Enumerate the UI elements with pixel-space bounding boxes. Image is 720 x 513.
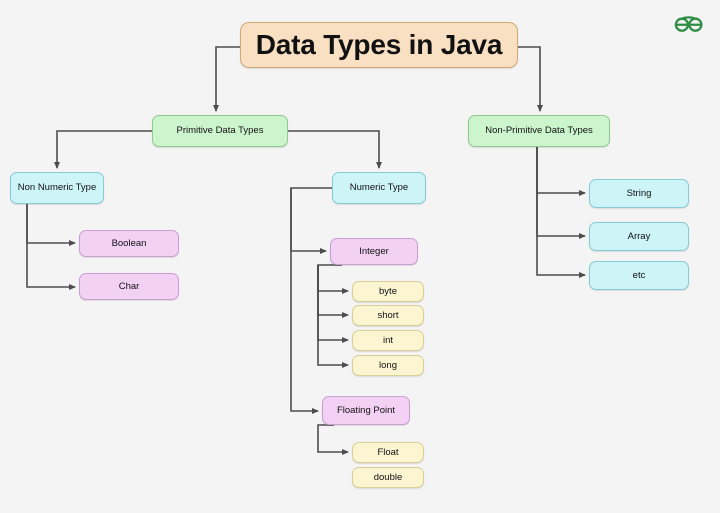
node-label-primitive: Primitive Data Types [176,125,264,137]
node-nonnumeric: Non Numeric Type [10,172,104,204]
edge-numeric-to-floatingpoint [290,188,319,414]
node-long: long [352,355,424,376]
node-floatingpoint: Floating Point [322,396,410,425]
edge-integer-to-short [317,265,349,318]
node-label-char: Char [118,280,140,292]
node-float: Float [352,442,424,463]
node-label-double: double [373,471,403,483]
edge-numeric-to-integer [290,187,332,254]
node-label-etc: etc [632,269,646,281]
edge-integer-to-byte [317,264,349,294]
edge-nonprimitive-to-array [536,147,586,239]
edge-floatingpoint-to-float [317,424,349,455]
node-label-nonprimitive: Non-Primitive Data Types [485,125,593,137]
node-double: double [352,467,424,488]
edge-nonprimitive-to-etc [536,147,586,278]
node-label-float: Float [377,446,399,458]
edge-primitive-to-numeric [288,130,382,169]
node-byte: byte [352,281,424,302]
node-label-long: long [379,359,397,371]
node-label-string: String [626,187,652,199]
node-nonprimitive: Non-Primitive Data Types [468,115,610,147]
edge-integer-to-int [317,265,349,343]
node-boolean: Boolean [79,230,179,257]
node-label-short: short [377,309,399,321]
edge-nonprimitive-to-string [536,147,586,196]
node-primitive: Primitive Data Types [152,115,288,147]
node-short: short [352,305,424,326]
node-label-floatingpoint: Floating Point [336,404,396,416]
node-numeric: Numeric Type [332,172,426,204]
edge-nonnumeric-to-char [26,204,76,290]
node-int: int [352,330,424,351]
node-etc: etc [589,261,689,290]
node-label-integer: Integer [359,245,389,257]
node-string: String [589,179,689,208]
node-label-numeric: Numeric Type [349,182,409,194]
node-label-boolean: Boolean [111,237,147,249]
node-label-byte: byte [379,285,397,297]
node-title: Data Types in Java [240,22,518,68]
edge-integer-to-long [317,265,349,368]
edge-primitive-to-nonnumeric [54,130,152,169]
node-label-nonnumeric: Non Numeric Type [17,182,97,194]
node-integer: Integer [330,238,418,265]
edge-nonnumeric-to-boolean [26,204,76,246]
node-array: Array [589,222,689,251]
geeksforgeeks-logo [674,16,703,32]
node-label-title: Data Types in Java [255,28,503,60]
node-char: Char [79,273,179,300]
edge-title-to-nonprimitive [518,46,543,112]
node-label-array: Array [627,230,651,242]
edge-title-to-primitive [213,46,240,112]
node-label-int: int [382,334,394,346]
